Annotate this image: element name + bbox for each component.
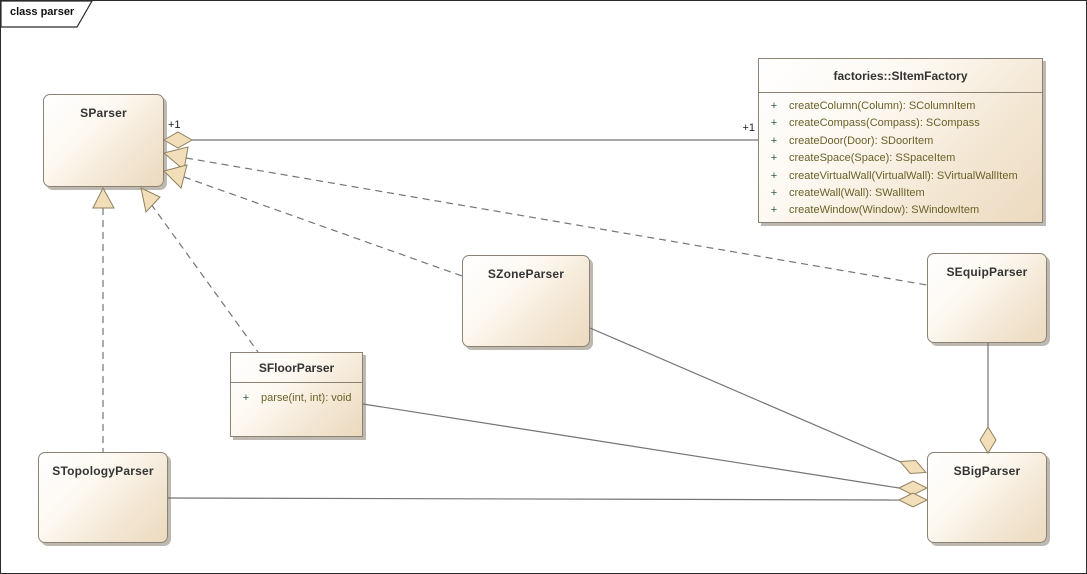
method-row: + createWall(Wall): SWallItem (759, 185, 1042, 202)
method-row: + createColumn(Column): SColumnItem (759, 98, 1042, 115)
method-signature: createDoor(Door): SDoorItem (789, 134, 934, 147)
method-signature: createColumn(Column): SColumnItem (789, 100, 976, 112)
method-row: + createDoor(Door): SDoorItem (759, 133, 1042, 150)
class-title: STopologyParser (52, 464, 154, 478)
class-title: factories::SItemFactory (759, 59, 1042, 93)
class-title: SZoneParser (487, 267, 565, 281)
visibility-plus: + (770, 152, 778, 165)
visibility-plus: + (770, 100, 778, 112)
method-signature: createWindow(Window): SWindowItem (789, 204, 980, 217)
method-row: + createSpace(Space): SSpaceItem (759, 150, 1042, 167)
method-row: + createWindow(Window): SWindowItem (759, 202, 1042, 219)
method-signature: parse(int, int): void (261, 392, 352, 404)
visibility-plus: + (770, 186, 778, 199)
visibility-plus: + (770, 204, 778, 217)
class-sbigparser[interactable]: SBigParser (927, 452, 1047, 543)
class-stopologyparser[interactable]: STopologyParser (38, 452, 168, 543)
class-title: SBigParser (953, 464, 1021, 478)
method-signature: createWall(Wall): SWallItem (789, 186, 925, 199)
class-szoneparser[interactable]: SZoneParser (462, 255, 590, 347)
class-sparser[interactable]: SParser (43, 94, 164, 187)
visibility-plus: + (770, 169, 778, 182)
method-row: + parse(int, int): void (231, 390, 362, 407)
visibility-plus: + (242, 392, 250, 404)
method-signature: createCompass(Compass): SCompass (789, 117, 980, 130)
class-title: SParser (80, 106, 127, 120)
visibility-plus: + (770, 117, 778, 130)
method-row: + createVirtualWall(VirtualWall): SVirtua… (759, 168, 1042, 185)
class-sequipparser[interactable]: SEquipParser (927, 253, 1047, 343)
method-list: + createColumn(Column): SColumnItem + crea… (759, 93, 1042, 220)
class-title: SEquipParser (946, 265, 1028, 279)
method-signature: createSpace(Space): SSpaceItem (789, 152, 956, 165)
class-sitemfactory[interactable]: factories::SItemFactory + createColumn(Co… (758, 58, 1043, 223)
method-signature: createVirtualWall(VirtualWall): SVirtual… (789, 169, 1018, 182)
class-sfloorparser[interactable]: SFloorParser + parse(int, int): void (230, 352, 363, 437)
method-list: + parse(int, int): void (231, 383, 362, 407)
method-row: + createCompass(Compass): SCompass (759, 115, 1042, 132)
diagram-tab-label: class parser (10, 6, 75, 18)
class-title: SFloorParser (231, 353, 362, 383)
visibility-plus: + (770, 134, 778, 147)
